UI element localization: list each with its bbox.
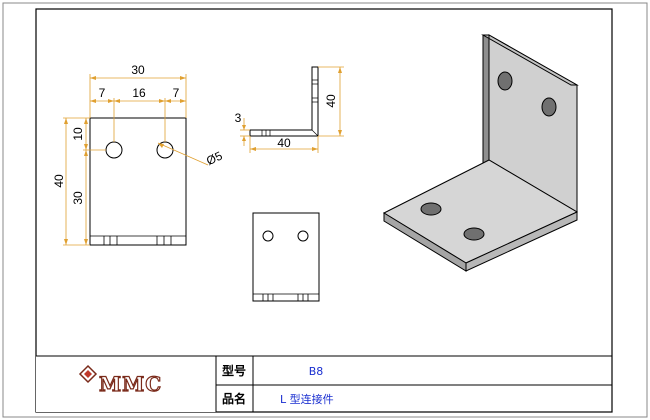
model-value: B8	[309, 365, 324, 378]
title-block: MMC 型号 B8 品名 L 型连接件	[36, 355, 612, 412]
iso-hole-upper-2	[541, 97, 557, 117]
top-hole-left	[262, 230, 274, 242]
dim-side-leg-length: 40	[277, 136, 291, 150]
top-view-outline	[252, 212, 320, 302]
dim-side-thickness: 3	[235, 111, 242, 125]
model-label: 型号	[222, 363, 246, 378]
name-label: 品名	[222, 391, 246, 406]
logo-text: MMC	[99, 372, 162, 396]
name-value: L 型连接件	[280, 392, 334, 406]
drawing-frame	[35, 8, 613, 413]
iso-hole-base-2	[463, 227, 485, 241]
mmc-logo: MMC	[78, 364, 162, 397]
dim-hole-offset-top: 10	[71, 127, 85, 141]
dim-side-leg-height: 40	[324, 94, 338, 108]
dim-hole-offset-right: 7	[173, 86, 180, 100]
front-view-outline	[89, 117, 187, 246]
top-hole-right	[297, 230, 309, 242]
side-view: 3 40 40	[235, 66, 344, 153]
iso-hole-upper-1	[497, 71, 513, 91]
front-hole-left	[105, 141, 123, 159]
top-view	[252, 212, 320, 302]
front-view: 30 7 16 7 40 10 30 Ø5	[52, 63, 225, 246]
dim-hole-diameter: Ø5	[204, 149, 225, 169]
dim-overall-height: 40	[52, 174, 66, 188]
dim-lower-height: 30	[71, 191, 85, 205]
side-view-profile	[249, 66, 319, 137]
dim-hole-spacing: 16	[132, 86, 146, 100]
dim-overall-width: 30	[131, 63, 145, 77]
iso-hole-base-1	[420, 202, 442, 216]
isometric-view	[382, 34, 579, 272]
dim-hole-offset-left: 7	[99, 86, 106, 100]
